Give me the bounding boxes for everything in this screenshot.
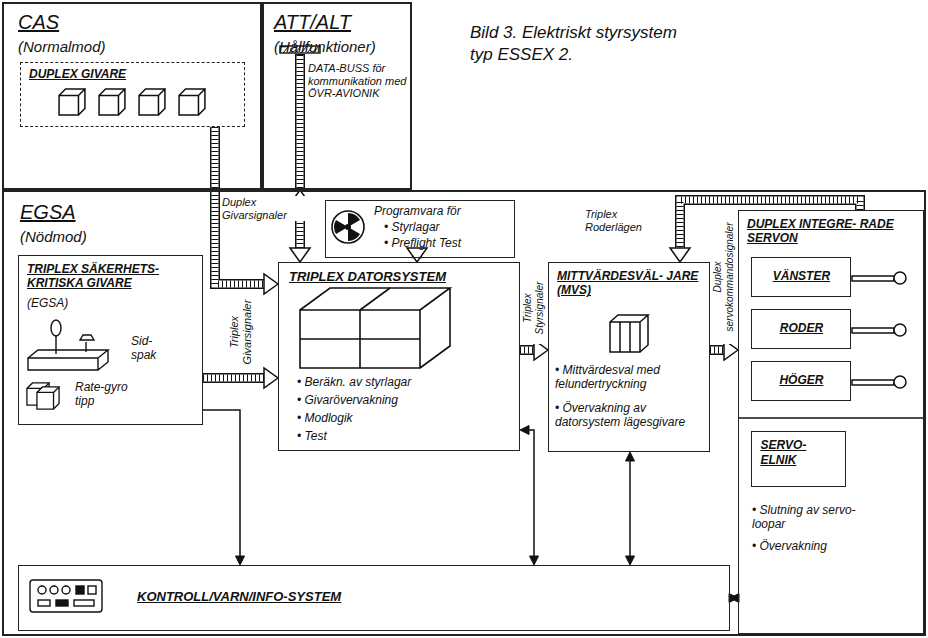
node-text: • Övervakning av datorsystem lägesgivare	[555, 401, 707, 430]
voter-box: MITTVÄRDESVÄL- JARE (MVS) • Mittvärdesval…	[548, 262, 710, 452]
servo-note: • Övervakning	[752, 540, 902, 554]
arrow-head	[530, 556, 539, 565]
voter-block	[610, 315, 648, 352]
computer-cube	[300, 288, 450, 368]
arrow-head	[290, 248, 310, 262]
arrow-head	[407, 248, 427, 262]
warning-system-box: KONTROLL/VARN/INFO-SYSTEM	[18, 565, 730, 631]
arrow-shaft	[710, 347, 725, 354]
control-line	[520, 426, 539, 566]
arrow-head	[626, 556, 635, 565]
node-text: • Givarövervakning	[297, 393, 512, 407]
node-text: • Modlogik	[297, 411, 512, 425]
servo-box: VÄNSTER	[751, 257, 851, 297]
arrow-head	[520, 426, 529, 435]
node-text: (Normalmod)	[18, 38, 188, 56]
signal-label: Duplex Givarsignaler	[222, 196, 322, 221]
node-text: (Nödmod)	[20, 228, 160, 246]
node-heading: DUPLEX GIVARE	[29, 67, 229, 81]
node-text: • Beräkn. av styrlagar	[297, 375, 512, 389]
arrow-head	[264, 368, 278, 388]
arrow-shaft	[710, 345, 725, 355]
node-heading: Programvara för	[374, 204, 510, 218]
software-box: Programvara för • Styrlagar • Preflight Te…	[325, 200, 515, 258]
arrow-head	[729, 594, 738, 603]
signal-label: Triplex Styrsignaler	[522, 272, 545, 344]
computer-box: TRIPLEX DATORSYSTEM • Beräkn. av styrlaga…	[278, 262, 520, 451]
arrow-shaft	[629, 460, 631, 557]
node-heading: CAS	[18, 10, 168, 34]
sensor-box: TRIPLEX SÄKERHETS- KRITISKA GIVARE (EGSA)…	[18, 255, 203, 425]
node-text: • Preflight Test	[384, 236, 509, 250]
side-stick	[28, 320, 108, 370]
node-text: (EGSA)	[27, 296, 127, 310]
arrow-head	[236, 556, 245, 565]
servo-region: DUPLEX INTEGRE- RADE SERVON VÄNSTER RODER H…	[738, 210, 924, 634]
servo-divider	[739, 417, 924, 419]
tape-reel	[332, 211, 364, 243]
arrow-shaft	[520, 345, 535, 355]
node-text: • Styrlagar	[384, 220, 509, 234]
node-text: Sid- spak	[131, 334, 173, 363]
mode-region: CAS (Normalmod) DUPLEX GIVARE	[2, 2, 262, 190]
node-heading: SERVO- ELNIK	[760, 438, 835, 467]
sensor-box: DUPLEX GIVARE	[20, 62, 245, 127]
node-text: • Mittvärdesval med felundertryckning	[555, 363, 707, 392]
signal-label: DATA-BUSS för kommunikation med ÖVR-AVIO…	[308, 62, 408, 100]
servo-rods	[852, 272, 906, 388]
servo-box: HÖGER	[751, 361, 851, 401]
sensor-cubes	[59, 89, 205, 115]
arrow-shaft	[203, 375, 265, 382]
arrow-head	[670, 248, 690, 262]
signal-label: Duplex servokommandosignaler	[712, 210, 735, 344]
node-heading: DUPLEX INTEGRE- RADE SERVON	[747, 217, 912, 246]
servo-note: • Slutning av servo- loopar	[752, 504, 882, 532]
arrow-hatch	[710, 347, 725, 354]
control-panel-icon	[30, 580, 102, 612]
signal-arrow	[407, 248, 427, 262]
node-heading: RODER	[756, 321, 846, 335]
control-line	[626, 452, 635, 565]
control-line	[203, 410, 245, 565]
node-heading: VÄNSTER	[756, 269, 846, 283]
arrow-head	[626, 452, 635, 461]
node-heading: HÖGER	[756, 373, 846, 387]
arrow-hatch	[520, 347, 535, 354]
node-heading: TRIPLEX SÄKERHETS- KRITISKA GIVARE	[27, 262, 192, 291]
rate-gyro	[27, 383, 59, 409]
arrow-shaft	[520, 347, 535, 354]
servo-box: RODER	[751, 309, 851, 349]
signal-label: Triplex Givarsignaler	[228, 292, 253, 372]
figure-caption: Bild 3. Elektriskt styrsystem typ ESSEX …	[470, 22, 680, 66]
arrow-shaft	[203, 373, 265, 383]
signal-label: Triplex Roderlägen	[585, 208, 675, 233]
node-text: Rate-gyro tipp	[75, 380, 141, 409]
mode-region: EGSA (Nödmod) TRIPLEX SÄKERHETS- KRITISKA …	[2, 190, 926, 636]
node-heading: MITTVÄRDESVÄL- JARE (MVS)	[557, 269, 703, 298]
node-text: (Hållfunktioner)	[274, 38, 410, 56]
node-heading: KONTROLL/VARN/INFO-SYSTEM	[137, 589, 637, 605]
arrow-shaft	[203, 410, 240, 557]
arrow-hatch	[203, 375, 265, 382]
arrow-head	[264, 274, 278, 294]
node-heading: EGSA	[20, 200, 140, 224]
electronics-box: SERVO- ELNIK	[751, 431, 846, 487]
node-heading: ATT/ALT	[274, 10, 404, 34]
node-heading: TRIPLEX DATORSYSTEM	[289, 269, 509, 285]
arrow-shaft	[528, 430, 534, 557]
node-text: • Test	[297, 429, 512, 443]
